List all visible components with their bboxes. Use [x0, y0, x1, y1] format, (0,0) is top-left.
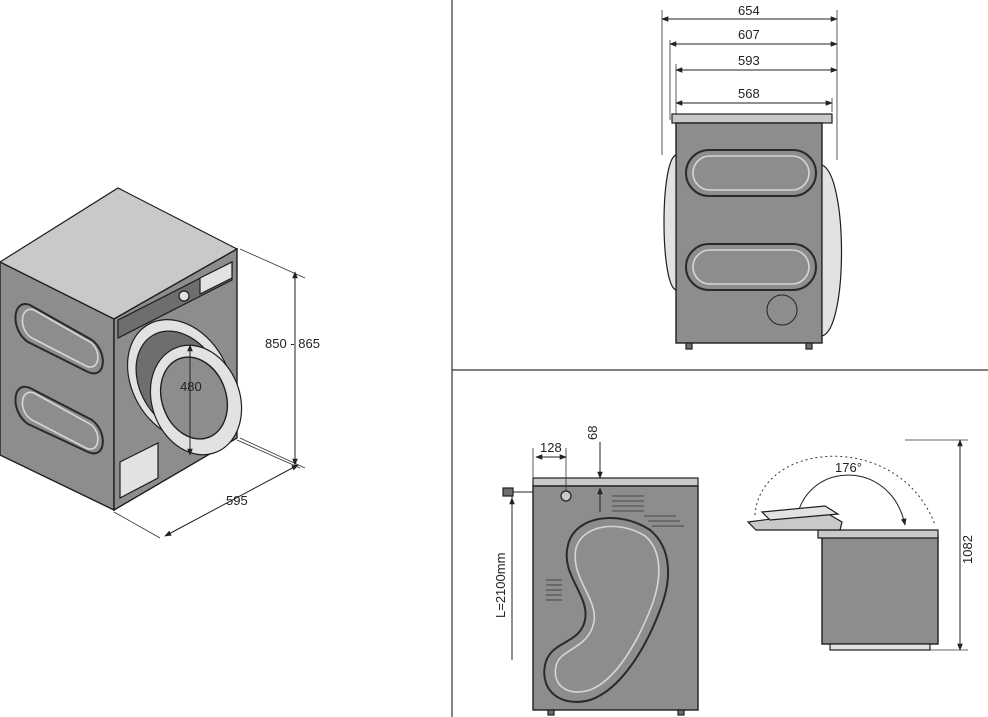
dim-angle: 176° — [835, 460, 862, 475]
rear-view: 128 68 L=2100mm — [493, 426, 699, 716]
dim-654: 654 — [738, 3, 760, 18]
dim-68: 68 — [585, 426, 600, 440]
dim-door: 480 — [180, 379, 202, 394]
dim-568: 568 — [738, 86, 760, 101]
dim-cable: L=2100mm — [493, 553, 508, 618]
dim-593: 593 — [738, 53, 760, 68]
dim-1082: 1082 — [960, 535, 975, 564]
door-open-view: 176° 1082 — [746, 439, 975, 651]
dim-width: 595 — [226, 493, 248, 508]
control-knob — [178, 290, 190, 302]
isometric-view: 480 850 - 865 595 — [0, 187, 320, 539]
dim-128: 128 — [540, 440, 562, 455]
dim-607: 607 — [738, 27, 760, 42]
side-view: 654 607 593 568 — [661, 3, 843, 350]
dim-height: 850 - 865 — [265, 336, 320, 351]
